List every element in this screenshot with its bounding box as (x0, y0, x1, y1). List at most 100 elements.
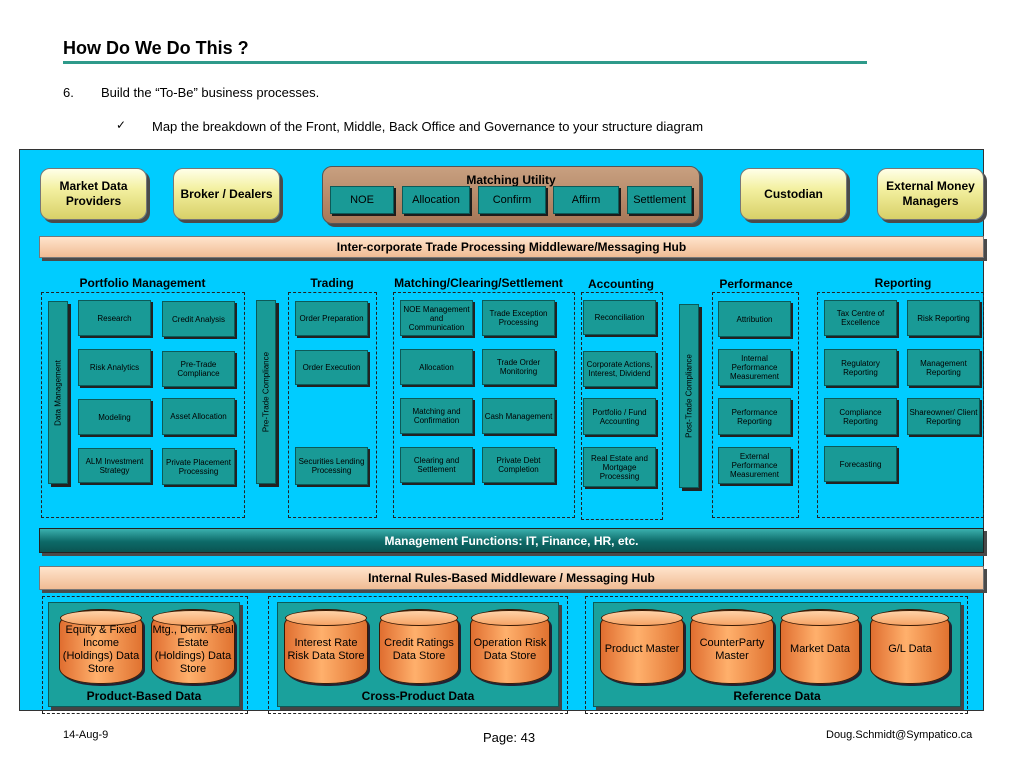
store-market-data: Market Data (780, 609, 860, 684)
reference-data-label: Reference Data (733, 689, 821, 703)
title-rule (63, 61, 867, 64)
cylinder-top (60, 610, 142, 626)
cross-product-group (268, 596, 568, 714)
box-clearing-settlement: Clearing and Settlement (400, 447, 473, 483)
store-interest-rate-risk: Interest Rate Risk Data Store (284, 609, 368, 684)
box-internal-performance: Internal Performance Measurement (718, 349, 791, 386)
box-credit-analysis: Credit Analysis (162, 301, 235, 337)
accounting-group (581, 292, 663, 520)
portfolio-management-group (41, 292, 245, 518)
store-counterparty-master: CounterParty Master (690, 609, 774, 684)
bullet-number: 6. (63, 85, 74, 100)
pretrade-compliance-bar: Pre-Trade Compliance (256, 300, 276, 484)
cylinder-top (781, 610, 859, 626)
box-private-placement: Private Placement Processing (162, 448, 235, 485)
architecture-diagram: Market Data Providers Broker / Dealers M… (19, 149, 984, 714)
store-label: Equity & Fixed Income (Holdings) Data St… (62, 623, 140, 675)
box-risk-reporting: Risk Reporting (907, 300, 980, 336)
product-data-group (42, 596, 248, 714)
box-alm-investment: ALM Investment Strategy (78, 448, 151, 483)
data-management-label: Data Management (53, 359, 63, 426)
pretrade-compliance-label: Pre-Trade Compliance (261, 351, 271, 433)
cylinder-top (152, 610, 234, 626)
box-noe-management: NOE Management and Communication (400, 300, 473, 336)
cylinder-top (691, 610, 773, 626)
footer-page: Page: 43 (483, 730, 536, 745)
box-private-debt: Private Debt Completion (482, 447, 555, 483)
footer-email: Doug.Schmidt@Sympatico.ca (826, 729, 973, 741)
store-operation-risk: Operation Risk Data Store (470, 609, 550, 684)
internal-hub: Internal Rules-Based Middleware / Messag… (39, 566, 984, 590)
matching-group (393, 292, 575, 518)
cross-product-data-panel: Interest Rate Risk Data Store Credit Rat… (277, 602, 559, 707)
box-corporate-actions: Corporate Actions, Interest, Dividend (583, 351, 656, 387)
box-shareowner-reporting: Shareowner/ Client Reporting (907, 398, 980, 435)
store-label: Interest Rate Risk Data Store (287, 636, 365, 662)
matching-item-noe: NOE (330, 186, 394, 214)
box-tax-centre: Tax Centre of Excellence (824, 300, 897, 336)
header-portfolio-management: Portfolio Management (79, 276, 206, 290)
box-management-reporting: Management Reporting (907, 349, 980, 386)
store-label: Mtg., Deriv. Real Estate (Holdings) Data… (152, 623, 234, 675)
market-data-providers: Market Data Providers (40, 168, 147, 220)
data-management-bar: Data Management (48, 301, 68, 484)
box-risk-analytics: Risk Analytics (78, 349, 151, 386)
reference-data-panel: Product Master CounterParty Master Marke… (593, 602, 961, 707)
broker-dealers: Broker / Dealers (173, 168, 280, 220)
posttrade-compliance-label: Post-Trade Compliance (684, 354, 694, 438)
store-gl-data: G/L Data (870, 609, 950, 684)
box-real-estate-mortgage: Real Estate and Mortgage Processing (583, 447, 656, 487)
store-label: Product Master (604, 643, 680, 655)
product-based-data-label: Product-Based Data (86, 689, 202, 703)
inter-corporate-hub: Inter-corporate Trade Processing Middlew… (39, 236, 984, 258)
bullet-text: Build the “To-Be” business processes. (101, 85, 320, 100)
store-credit-ratings: Credit Ratings Data Store (379, 609, 459, 684)
header-reporting: Reporting (874, 276, 932, 290)
matching-item-allocation: Allocation (402, 186, 470, 214)
box-external-performance: External Performance Measurement (718, 447, 791, 484)
reporting-group (817, 292, 984, 518)
box-modeling: Modeling (78, 399, 151, 435)
product-based-data-panel: Equity & Fixed Income (Holdings) Data St… (48, 602, 240, 707)
cylinder-top (601, 610, 683, 626)
cylinder-top (471, 610, 549, 626)
external-money-managers: External Money Managers (877, 168, 984, 220)
cylinder-top (871, 610, 949, 626)
box-attribution: Attribution (718, 301, 791, 337)
box-compliance-reporting: Compliance Reporting (824, 398, 897, 435)
box-allocation: Allocation (400, 349, 473, 385)
cross-product-data-label: Cross-Product Data (361, 689, 475, 703)
store-label: Operation Risk Data Store (473, 636, 547, 662)
box-regulatory-reporting: Regulatory Reporting (824, 349, 897, 386)
cylinder-top (285, 610, 367, 626)
box-securities-lending: Securities Lending Processing (295, 447, 368, 485)
box-research: Research (78, 300, 151, 336)
box-forecasting: Forecasting (824, 446, 897, 482)
box-cash-management: Cash Management (482, 398, 555, 434)
management-functions-bar: Management Functions: IT, Finance, HR, e… (39, 528, 984, 553)
box-matching-confirmation: Matching and Confirmation (400, 398, 473, 434)
matching-item-confirm: Confirm (478, 186, 546, 214)
store-label: Credit Ratings Data Store (384, 636, 454, 662)
store-equity-fixed-income: Equity & Fixed Income (Holdings) Data St… (59, 609, 143, 684)
performance-group (712, 292, 799, 518)
box-asset-allocation: Asset Allocation (162, 398, 235, 435)
posttrade-compliance-bar: Post-Trade Compliance (679, 304, 699, 488)
matching-item-affirm: Affirm (553, 186, 619, 214)
store-label: CounterParty Master (699, 636, 765, 662)
store-label: G/L Data (888, 643, 932, 655)
reference-data-group (585, 596, 968, 714)
matching-utility: Matching Utility NOE Allocation Confirm … (322, 166, 700, 224)
matching-item-settlement: Settlement (627, 186, 692, 214)
header-matching: Matching/Clearing/Settlement (394, 276, 563, 290)
sub-bullet-text: Map the breakdown of the Front, Middle, … (152, 119, 704, 134)
checkmark-icon: ✓ (116, 118, 127, 132)
store-mtg-deriv-real-estate: Mtg., Deriv. Real Estate (Holdings) Data… (151, 609, 235, 684)
box-trade-order-monitoring: Trade Order Monitoring (482, 349, 555, 385)
slide-title: How Do We Do This ? (63, 38, 249, 58)
box-order-execution: Order Execution (295, 350, 368, 385)
custodian: Custodian (740, 168, 847, 220)
header-accounting: Accounting (588, 277, 654, 291)
trading-group (288, 292, 377, 518)
box-performance-reporting: Performance Reporting (718, 398, 791, 435)
